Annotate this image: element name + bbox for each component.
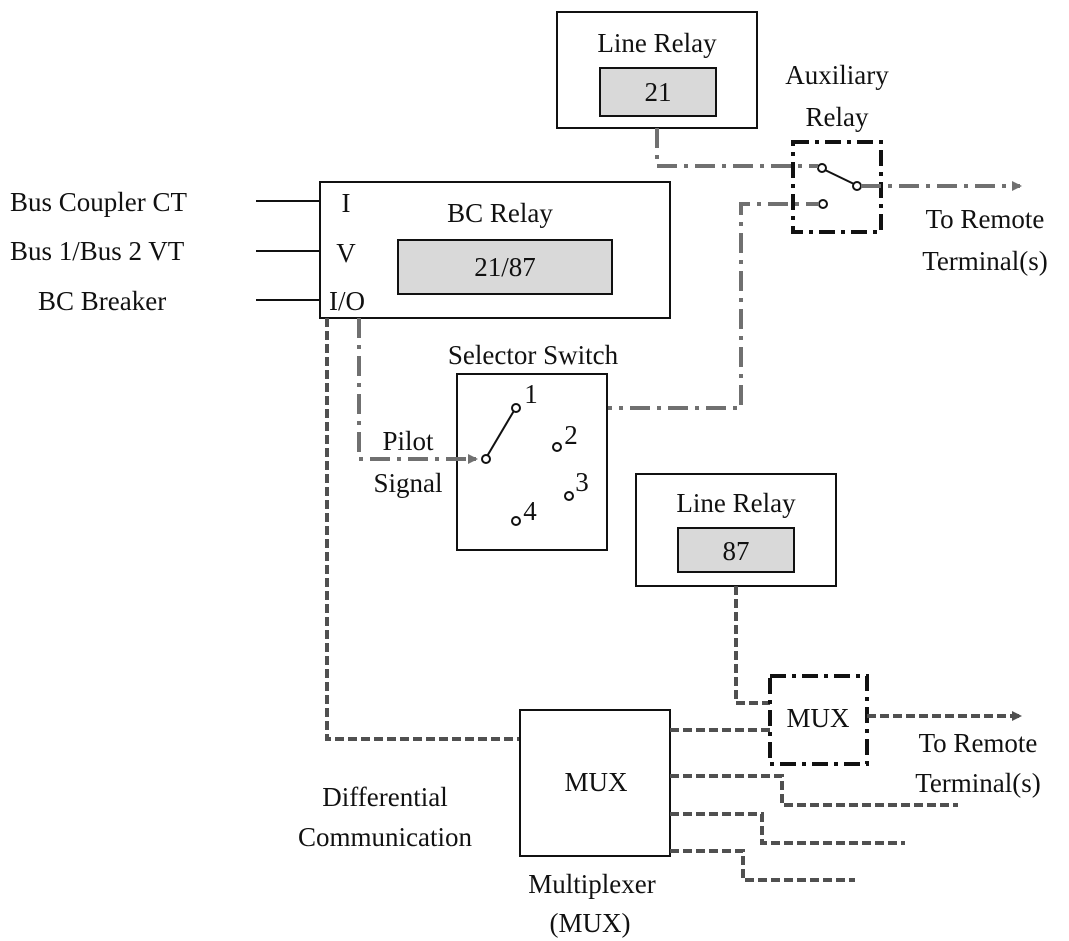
- selector-switch-title: Selector Switch: [448, 340, 619, 370]
- selector-pos-2-label: 2: [564, 420, 578, 450]
- line-relay-21-title: Line Relay: [597, 28, 717, 58]
- mux-output-line-1: [670, 774, 958, 807]
- line-relay-21: Line Relay 21: [556, 11, 758, 129]
- pilot-signal-label-line2: Signal: [373, 468, 442, 498]
- remote-terminal-top-line2: Terminal(s): [922, 246, 1048, 276]
- input-bc-breaker: BC Breaker: [38, 286, 166, 316]
- mux-small: MUX: [768, 674, 869, 766]
- mux-output-line-3: [670, 849, 855, 882]
- selector-pos-3-label: 3: [575, 467, 589, 497]
- line-relay-21-code: 21: [645, 77, 672, 107]
- line-relay-21-signal: [655, 128, 818, 168]
- differential-label-line1: Differential: [322, 782, 447, 812]
- aux-contact-lower: [818, 199, 828, 209]
- mux-small-label: MUX: [786, 703, 850, 733]
- auxiliary-relay-label-line1: Auxiliary: [785, 60, 889, 90]
- selector-pos-3: [564, 491, 574, 501]
- selector-pos-2: [552, 442, 562, 452]
- differential-communication-path: [325, 318, 520, 741]
- selector-pos-1-label: 1: [524, 379, 538, 409]
- bc-relay-port-v: V: [336, 238, 356, 268]
- selector-switch-blade: [485, 408, 516, 459]
- multiplexer-caption-line1: Multiplexer: [528, 869, 655, 899]
- remote-terminal-top-line1: To Remote: [926, 204, 1045, 234]
- input-bus-vt: Bus 1/Bus 2 VT: [10, 236, 185, 266]
- selector-to-aux-path: [516, 202, 819, 410]
- line-relay-87: Line Relay 87: [635, 473, 837, 587]
- bc-relay-code: 21/87: [474, 252, 536, 282]
- bc-relay-port-i: I: [342, 188, 351, 218]
- bc-relay-title: BC Relay: [447, 198, 553, 228]
- selector-pos-4-label: 4: [523, 496, 537, 526]
- input-bus-coupler-ct: Bus Coupler CT: [10, 187, 188, 217]
- selector-switch: 1 2 3 4: [456, 373, 608, 551]
- line-relay-87-title: Line Relay: [676, 488, 796, 518]
- line-relay-87-to-mux-path: [734, 586, 770, 705]
- pilot-signal-label-line1: Pilot: [382, 426, 434, 456]
- mux-main-label: MUX: [564, 767, 628, 797]
- remote-terminal-bottom-line1: To Remote: [919, 728, 1038, 758]
- bc-relay: I V I/O BC Relay 21/87: [319, 181, 671, 319]
- differential-label-line2: Communication: [298, 822, 472, 852]
- bc-relay-port-io: I/O: [329, 286, 365, 316]
- selector-pos-4: [511, 516, 521, 526]
- mux-output-line-2: [670, 812, 905, 845]
- line-relay-87-code: 87: [723, 536, 750, 566]
- remote-terminal-bottom-line2: Terminal(s): [915, 768, 1041, 798]
- mux-main: MUX: [519, 709, 671, 857]
- selector-common: [481, 454, 491, 464]
- selector-pos-1: [511, 403, 521, 413]
- aux-switch-blade: [824, 169, 855, 185]
- auxiliary-relay-label-line2: Relay: [806, 102, 869, 132]
- multiplexer-caption-line2: (MUX): [550, 908, 631, 938]
- pilot-signal-path: [357, 318, 478, 464]
